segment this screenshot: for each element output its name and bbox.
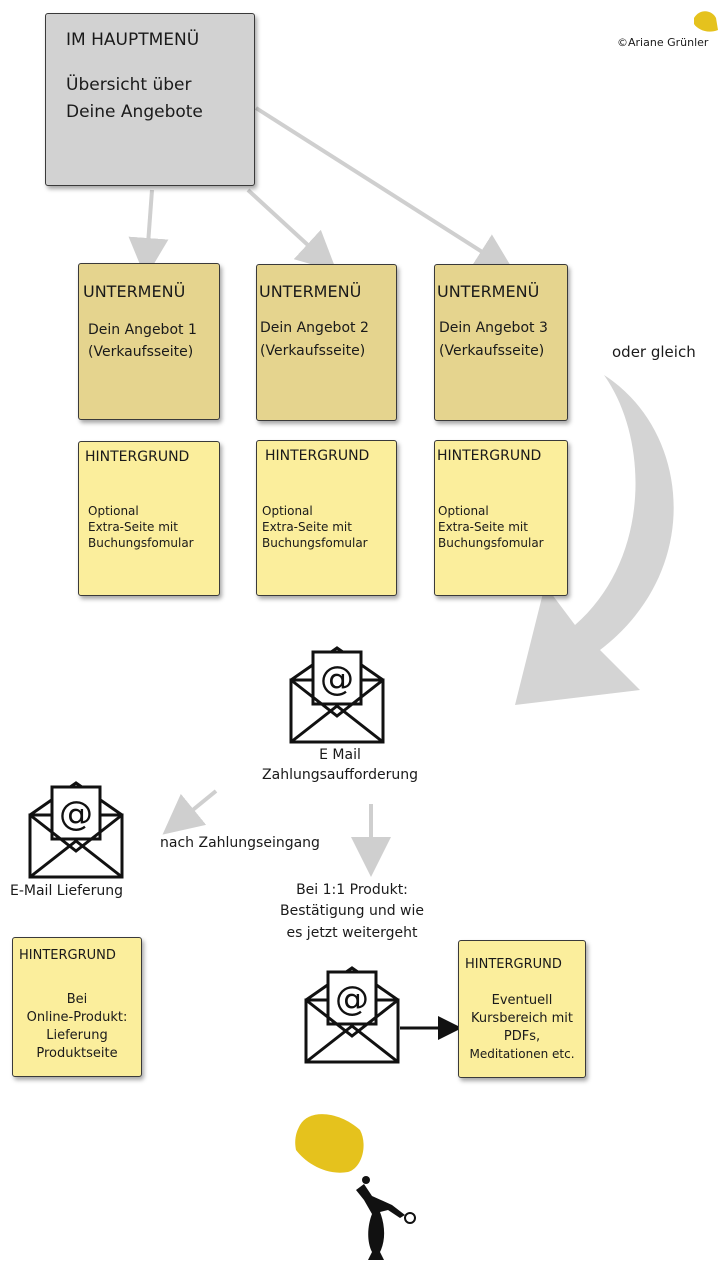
after-payment-label: nach Zahlungseingang: [160, 835, 320, 851]
arrow-main-to-sub1: [128, 189, 169, 278]
background-box: HINTERGRUND Optional Extra-Seite mit Buc…: [434, 440, 568, 596]
background-line3: Buchungsfomular: [438, 536, 544, 550]
background-line3: PDFs,: [503, 1029, 541, 1044]
background-title: HINTERGRUND: [85, 449, 190, 465]
background-line1: Optional: [262, 504, 313, 518]
submenu-line2: (Verkaufsseite): [88, 344, 194, 360]
background-line2: Kursbereich mit: [470, 1011, 574, 1026]
logo-yellow-splash: [295, 1114, 364, 1173]
submenu-line2: (Verkaufsseite): [439, 343, 545, 359]
background-box: HINTERGRUND Optional Extra-Seite mit Buc…: [78, 441, 220, 596]
submenu-line1: Dein Angebot 3: [439, 320, 548, 336]
submenu-box: UNTERMENÜ Dein Angebot 3 (Verkaufsseite): [434, 264, 568, 421]
main-menu-line2: Deine Angebote: [66, 102, 203, 122]
submenu-box: UNTERMENÜ Dein Angebot 2 (Verkaufsseite): [256, 264, 397, 421]
submenu-box: UNTERMENÜ Dein Angebot 1 (Verkaufsseite): [78, 263, 220, 420]
submenu-line1: Dein Angebot 1: [88, 322, 197, 338]
svg-text:@: @: [335, 979, 369, 1019]
email-delivery-label: E-Mail Lieferung: [10, 883, 124, 899]
submenu-line1: Dein Angebot 2: [260, 320, 369, 336]
email-envelope-icon: @: [289, 646, 385, 744]
dancer-figure-icon: [356, 1176, 416, 1260]
background-title: HINTERGRUND: [265, 448, 370, 464]
logo-yellow-splash: [694, 11, 718, 32]
arrow-to-delivery: [162, 789, 218, 835]
background-line4: Meditationen etc.: [469, 1047, 575, 1061]
background-line1: Eventuell: [491, 993, 553, 1008]
arrow-main-to-sub3: [254, 106, 515, 273]
email-payment-line1: E Mail: [319, 747, 361, 763]
submenu-title: UNTERMENÜ: [259, 282, 362, 301]
background-box: HINTERGRUND Optional Extra-Seite mit Buc…: [256, 440, 397, 596]
email-envelope-icon: @: [28, 781, 124, 879]
email-payment-line2: Zahlungsaufforderung: [262, 767, 418, 783]
background-line3: Buchungsfomular: [262, 536, 368, 550]
main-menu-title: IM HAUPTMENÜ: [66, 30, 200, 50]
background-title: HINTERGRUND: [437, 448, 542, 464]
background-line1: Optional: [438, 504, 489, 518]
background-line2: Online-Produkt:: [26, 1010, 128, 1025]
one-to-one-line3: es jetzt weitergeht: [286, 925, 418, 941]
background-line3: Lieferung: [46, 1028, 108, 1043]
oder-gleich-label: oder gleich: [612, 343, 696, 361]
submenu-title: UNTERMENÜ: [83, 282, 186, 301]
copyright-text: ©Ariane Grünler: [617, 36, 709, 49]
arrow-main-to-sub2: [246, 188, 337, 272]
background-line2: Extra-Seite mit: [438, 520, 528, 534]
background-online-box: HINTERGRUND Bei Online-Produkt: Lieferun…: [12, 937, 142, 1077]
submenu-title: UNTERMENÜ: [437, 282, 540, 301]
background-line2: Extra-Seite mit: [262, 520, 352, 534]
submenu-line2: (Verkaufsseite): [260, 343, 366, 359]
email-envelope-icon: @: [304, 966, 400, 1064]
background-title: HINTERGRUND: [19, 948, 116, 963]
background-line4: Produktseite: [36, 1046, 118, 1061]
svg-text:@: @: [59, 794, 93, 834]
background-line3: Buchungsfomular: [88, 536, 194, 550]
background-title: HINTERGRUND: [465, 957, 562, 972]
background-line1: Bei: [66, 992, 88, 1007]
main-menu-line1: Übersicht über: [66, 75, 192, 95]
curved-arrow: [515, 375, 674, 705]
main-menu-box: IM HAUPTMENÜ Übersicht über Deine Angebo…: [45, 13, 255, 186]
one-to-one-line1: Bei 1:1 Produkt:: [296, 882, 408, 898]
background-course-box: HINTERGRUND Eventuell Kursbereich mit PD…: [458, 940, 586, 1078]
background-line1: Optional: [88, 504, 139, 518]
one-to-one-line2: Bestätigung und wie: [280, 903, 424, 919]
background-line2: Extra-Seite mit: [88, 520, 178, 534]
svg-text:@: @: [320, 659, 354, 699]
